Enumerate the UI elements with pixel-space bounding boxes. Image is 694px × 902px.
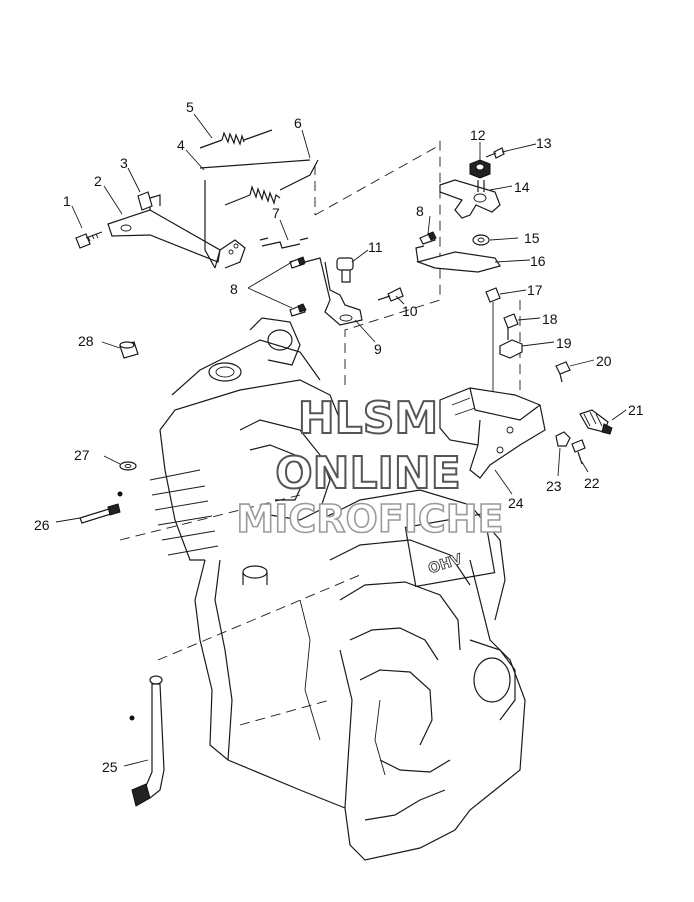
callout-6: 6	[294, 115, 302, 131]
dipstick-tube-assembly	[79, 341, 165, 807]
callout-8-lower: 8	[230, 281, 238, 297]
watermark: HLSM ONLINE MICROFICHE	[236, 392, 505, 542]
callout-7: 7	[272, 205, 280, 221]
callout-24: 24	[508, 495, 524, 511]
callout-23: 23	[546, 478, 562, 494]
callout-16: 16	[530, 253, 546, 269]
callout-3: 3	[120, 155, 128, 171]
callout-11: 11	[368, 239, 383, 255]
callout-15: 15	[524, 230, 540, 246]
callout-19: 19	[556, 335, 572, 351]
callout-4: 4	[177, 137, 185, 153]
callout-13: 13	[536, 135, 552, 151]
callout-10: 10	[402, 303, 418, 319]
callout-14: 14	[514, 179, 530, 195]
watermark-line-2: ONLINE	[275, 448, 461, 499]
callout-2: 2	[94, 173, 102, 189]
throttle-lever-assembly	[75, 129, 319, 269]
governor-arm-assembly	[415, 147, 505, 273]
callout-18: 18	[542, 311, 558, 327]
spark-plug-21	[579, 409, 613, 435]
governor-link-assembly	[259, 237, 404, 326]
watermark-line-1: HLSM	[298, 393, 438, 444]
callout-5: 5	[186, 99, 194, 115]
callout-27: 27	[74, 447, 90, 463]
callout-8-upper: 8	[416, 203, 424, 219]
watermark-line-3: MICROFICHE	[236, 497, 503, 541]
callout-labels: 1 2 3 4 5 6 7 8 8 9 10 11 12 13 14 15 16…	[34, 99, 644, 775]
callout-21: 21	[628, 402, 644, 418]
control-bracket-assembly	[439, 287, 613, 479]
engine-stamp: OHV	[426, 551, 464, 577]
callout-26: 26	[34, 517, 50, 533]
callout-12: 12	[470, 127, 486, 143]
callout-25: 25	[102, 759, 118, 775]
callout-17: 17	[527, 282, 543, 298]
callout-22: 22	[584, 475, 600, 491]
callout-1: 1	[63, 193, 71, 209]
callout-20: 20	[596, 353, 612, 369]
leader-lines	[55, 113, 627, 767]
callout-9: 9	[374, 341, 382, 357]
callout-28: 28	[78, 333, 94, 349]
